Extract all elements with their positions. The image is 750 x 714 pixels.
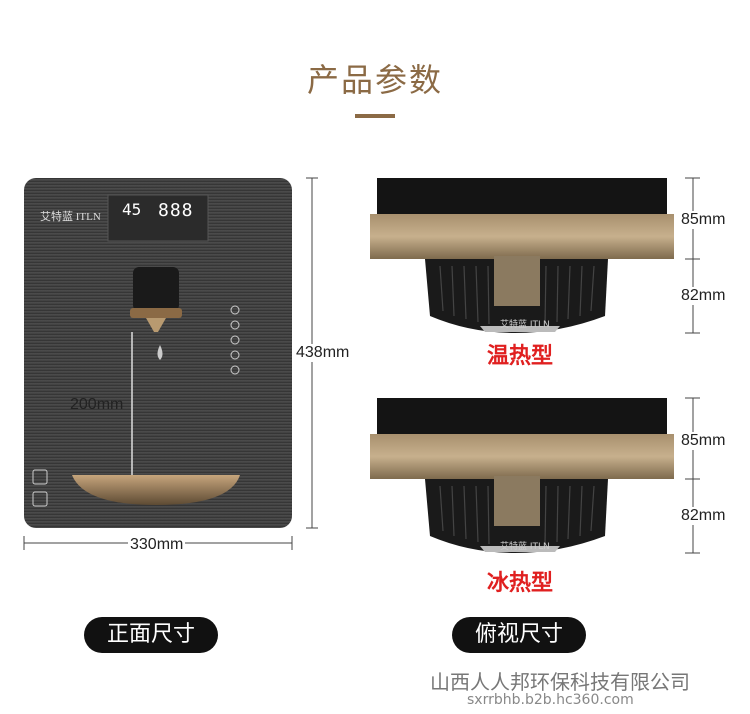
front-size-caption: 正面尺寸 <box>84 617 218 653</box>
height-dimension-label: 438mm <box>294 344 352 362</box>
top-view-1-lower-dim: 82mm <box>679 287 728 305</box>
top-size-caption: 俯视尺寸 <box>452 617 586 653</box>
top-view-1-logo: 艾特蓝 ITLN <box>500 320 550 330</box>
display-screen <box>107 194 209 242</box>
title-underline <box>355 114 395 118</box>
left-icon-1 <box>32 469 48 485</box>
drip-tray <box>72 475 240 505</box>
top-view-1-drawing <box>370 177 700 334</box>
watermark-company: 山西人人邦环保科技有限公司 <box>430 670 690 694</box>
top-view-1-type-label: 温热型 <box>486 344 553 369</box>
spout-neck <box>494 476 540 526</box>
top-view-2-logo: 艾特蓝 ITLN <box>500 542 550 552</box>
top-view-2-lower-dim: 82mm <box>679 507 728 525</box>
top-view-2-upper-dim: 85mm <box>679 432 728 450</box>
top-view-1-upper-dim: 85mm <box>679 211 728 229</box>
spout-neck <box>494 256 540 306</box>
water-spout <box>133 267 179 311</box>
top-view-2-type-label: 冰热型 <box>486 571 553 596</box>
front-view-drawing <box>23 177 318 550</box>
display-temp: 45 <box>122 200 142 219</box>
left-icon-2 <box>32 491 48 507</box>
gold-band <box>370 214 674 259</box>
water-drop-icon <box>157 345 163 360</box>
watermark-url: sxrrbhb.b2b.hc360.com <box>467 692 634 708</box>
width-dimension-label: 330mm <box>128 536 186 554</box>
spout-height-label: 200mm <box>70 396 124 413</box>
top-view-2-drawing <box>370 397 700 554</box>
gold-band <box>370 434 674 479</box>
brand-logo: 艾特蓝 ITLN <box>40 211 101 223</box>
display-digits: 888 <box>158 200 194 221</box>
page-title: 产品参数 <box>306 61 443 99</box>
